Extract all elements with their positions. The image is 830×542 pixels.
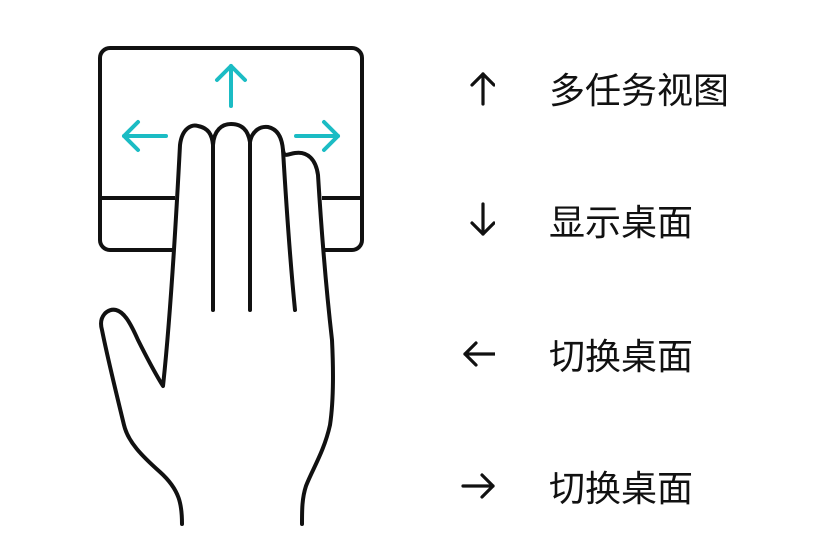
gesture-label-left: 切换桌面 — [549, 337, 694, 378]
arrow-up-icon — [455, 68, 511, 108]
gesture-row-left: 切换桌面 — [455, 324, 693, 384]
gesture-row-down: 显示桌面 — [455, 190, 693, 250]
gesture-label-right: 切换桌面 — [549, 469, 694, 510]
swipe-left-arrow-icon — [122, 120, 168, 152]
gesture-label-up: 多任务视图 — [549, 71, 730, 112]
gesture-label-down: 显示桌面 — [549, 203, 694, 244]
swipe-direction-arrows — [122, 64, 340, 152]
arrow-right-icon — [455, 466, 511, 506]
swipe-up-arrow-icon — [215, 64, 247, 108]
gesture-row-right: 切换桌面 — [455, 456, 693, 516]
hand-icon — [99, 122, 336, 526]
gesture-row-up: 多任务视图 — [455, 58, 729, 118]
arrow-down-icon — [455, 200, 511, 240]
arrow-left-icon — [455, 334, 511, 374]
swipe-right-arrow-icon — [294, 120, 340, 152]
